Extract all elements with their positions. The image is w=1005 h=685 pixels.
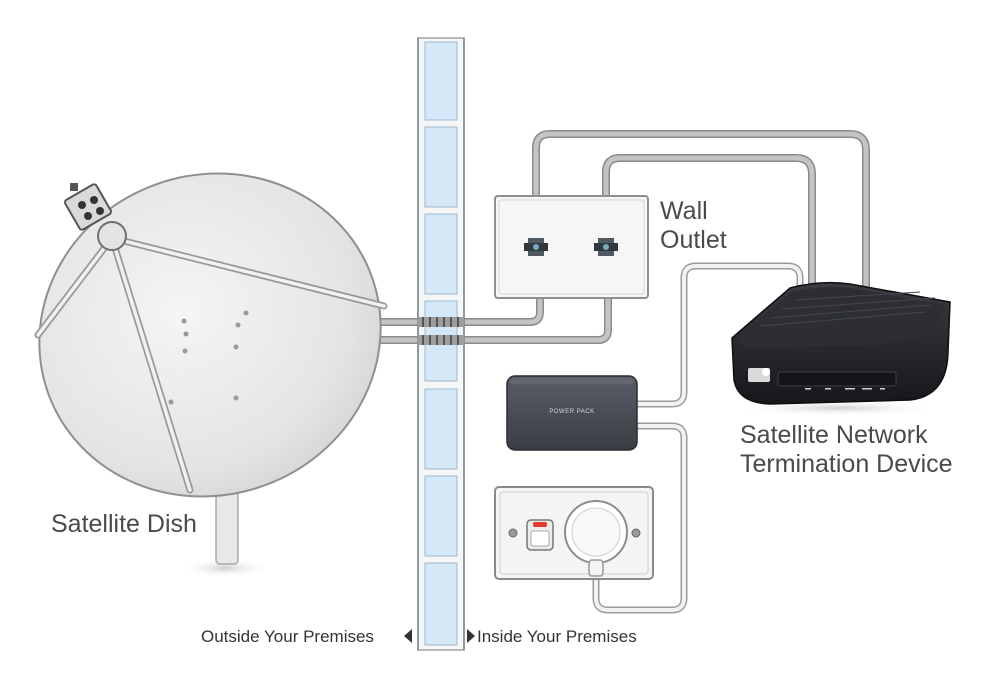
wall xyxy=(417,37,465,651)
power-pack-label: POWER PACK xyxy=(549,409,594,415)
sntd-label-line1: Satellite Network xyxy=(740,421,928,449)
sntd-device xyxy=(731,281,951,416)
dish-reflector xyxy=(38,172,382,498)
satellite-dish xyxy=(34,172,388,578)
outside-premises-label: Outside Your Premises xyxy=(201,627,374,646)
wall-outlet-label-line1: Wall xyxy=(660,197,708,225)
cables xyxy=(374,130,870,614)
wall-outlet xyxy=(494,195,649,299)
wall-panes xyxy=(424,41,458,646)
socket-switch xyxy=(526,519,554,551)
power-pack: POWER PACK xyxy=(506,375,638,451)
wall-outlet-label-line2: Outlet xyxy=(660,226,727,254)
arrow-left-icon xyxy=(404,629,412,643)
sntd-label: Satellite Network Termination Device xyxy=(740,421,953,479)
outlet-connector-right xyxy=(594,238,618,256)
satellite-dish-label: Satellite Dish xyxy=(51,510,197,538)
wall-outlet-label: Wall Outlet xyxy=(660,197,727,255)
arrow-right-icon xyxy=(467,629,475,643)
dish-lnb xyxy=(64,183,127,251)
plug xyxy=(564,500,628,577)
mains-socket xyxy=(494,486,654,580)
sntd-logo xyxy=(748,368,770,382)
sntd-label-line2: Termination Device xyxy=(740,450,953,478)
inside-premises-label: Inside Your Premises xyxy=(477,627,637,646)
outlet-connector-left xyxy=(524,238,548,256)
